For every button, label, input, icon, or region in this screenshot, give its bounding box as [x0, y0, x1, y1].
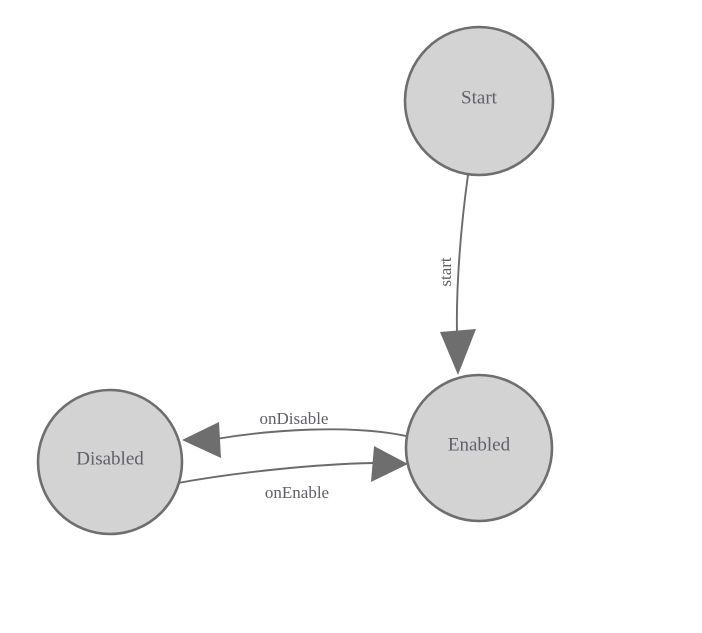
edge-disabled-to-enabled-path	[177, 462, 374, 484]
node-disabled-label: Disabled	[76, 448, 144, 469]
node-start-circle	[403, 25, 555, 177]
node-enabled-label: Enabled	[448, 434, 511, 455]
edge-disabled-to-enabled[interactable]: onEnable	[177, 446, 408, 502]
arrowhead-down-icon	[440, 329, 476, 375]
edge-start-to-enabled-path	[455, 174, 469, 335]
node-start-label: Start	[461, 87, 498, 108]
arrowhead-right-icon	[371, 446, 408, 482]
node-disabled[interactable]: Disabled	[36, 388, 184, 536]
edge-enabled-to-disabled-path	[215, 428, 407, 440]
edge-start-to-enabled[interactable]: start	[436, 174, 476, 375]
edge-label-onenable: onEnable	[265, 483, 329, 502]
node-disabled-circle	[36, 388, 184, 536]
node-enabled[interactable]: Enabled	[404, 373, 554, 523]
edge-enabled-to-disabled[interactable]: onDisable	[182, 409, 407, 458]
arrowhead-left-icon	[182, 422, 221, 458]
edge-label-start: start	[436, 257, 455, 287]
node-enabled-circle	[404, 373, 554, 523]
node-start[interactable]: Start	[403, 25, 555, 177]
edge-label-ondisable: onDisable	[260, 409, 329, 428]
